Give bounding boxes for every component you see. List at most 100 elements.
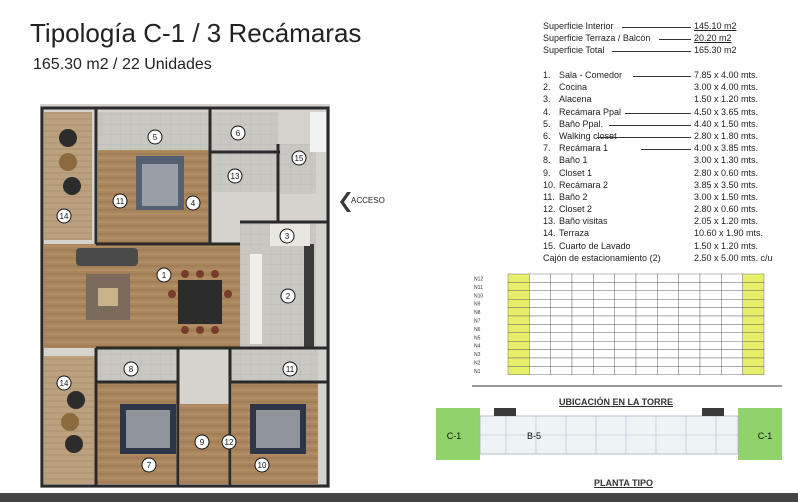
surface-value: 20.20 m2 <box>694 33 732 43</box>
surface-value: 165.30 m2 <box>694 45 737 55</box>
unit-cell <box>699 324 722 334</box>
plan-marker-9: 9 <box>194 434 210 450</box>
unit-cell <box>678 273 701 283</box>
unit-cell <box>529 282 551 291</box>
unit-cell <box>593 349 615 359</box>
unit-cell <box>571 290 594 300</box>
typical-floor-plan: C-1 B-5 C-1 <box>436 408 782 460</box>
unit-cell <box>657 366 679 376</box>
unit-cell <box>614 315 637 325</box>
plan-marker-2: 2 <box>280 288 296 304</box>
svg-text:14: 14 <box>60 379 69 388</box>
unit-cell <box>657 273 679 283</box>
unit-cell <box>614 340 637 350</box>
floorplan-caption: PLANTA TIPO <box>594 478 653 488</box>
unit-cell <box>678 307 701 317</box>
svg-text:14: 14 <box>60 212 69 221</box>
unit-cell <box>657 324 679 334</box>
unit-c1-cell <box>507 366 530 376</box>
svg-text:12: 12 <box>225 438 234 447</box>
unit-cell <box>657 357 679 367</box>
unit-cell <box>635 324 658 334</box>
floor-label: N3 <box>474 352 481 358</box>
room-row: Cajón de estacionamiento (2)2.50 x 5.00 … <box>543 252 773 263</box>
unit-cell <box>571 349 594 359</box>
unit-cell <box>678 366 701 376</box>
svg-text:11: 11 <box>286 365 295 374</box>
unit-cell <box>678 290 701 300</box>
unit-cell <box>678 299 701 308</box>
unit-cell <box>614 332 637 342</box>
unit-c1-cell <box>742 324 765 334</box>
svg-text:4: 4 <box>191 199 196 208</box>
unit-cell <box>571 332 594 342</box>
unit-cell <box>635 340 658 350</box>
unit-cell <box>699 357 722 367</box>
unit-cell <box>678 332 701 342</box>
unit-cell <box>529 307 551 317</box>
unit-c1-cell <box>742 290 765 300</box>
unit-cell <box>635 307 658 317</box>
plan-marker-label: 1 <box>162 271 167 280</box>
unit-cell <box>550 324 573 334</box>
unit-cell <box>529 324 551 334</box>
floor-label: N7 <box>474 319 481 325</box>
unit-cell <box>593 366 615 376</box>
unit-cell <box>593 315 615 325</box>
unit-cell <box>635 366 658 376</box>
unit-cell <box>721 290 743 300</box>
unit-c1-cell <box>507 332 530 342</box>
plan-marker-14b: 14 <box>56 375 72 391</box>
unit-cell <box>593 324 615 334</box>
unit-cell <box>635 349 658 359</box>
unit-cell <box>571 299 594 308</box>
unit-cell <box>614 290 637 300</box>
unit-cell <box>657 299 679 308</box>
unit-cell <box>614 349 637 359</box>
unit-cell <box>635 273 658 283</box>
tower-caption: UBICACIÓN EN LA TORRE <box>559 397 674 407</box>
unit-cell <box>571 315 594 325</box>
unit-c1-cell <box>507 357 530 367</box>
svg-text:15: 15 <box>295 154 304 163</box>
unit-cell <box>593 290 615 300</box>
unit-cell <box>678 357 701 367</box>
plan-marker-15: 15 <box>291 150 307 166</box>
unit-c1-cell <box>742 282 765 291</box>
unit-cell <box>678 282 701 291</box>
unit-cell <box>635 357 658 367</box>
unit-cell <box>550 357 573 367</box>
unit-cell <box>635 315 658 325</box>
surface-summary: Superficie Interior 145.10 m2 Superficie… <box>543 20 783 56</box>
svg-text:5: 5 <box>153 133 158 142</box>
unit-cell <box>529 366 551 376</box>
unit-c1-cell <box>507 307 530 317</box>
plan-marker-14a: 14 <box>56 208 72 224</box>
unit-cell <box>678 349 701 359</box>
unit-cell <box>614 299 637 308</box>
plan-marker-1: 1 <box>156 267 172 283</box>
unit-cell <box>699 340 722 350</box>
unit-cell <box>550 315 573 325</box>
surface-row: Superficie Total 165.30 m2 <box>543 44 783 56</box>
surface-label: Superficie Terraza / Balcón <box>543 33 651 43</box>
unit-cell <box>550 366 573 376</box>
unit-cell <box>614 324 637 334</box>
unit-cell <box>593 332 615 342</box>
floor-plan-drawing: 1 2 3 4 5 6 7 8 9 10 11 11 12 13 14 14 1… <box>40 104 330 488</box>
unit-cell <box>678 324 701 334</box>
unit-cell <box>699 307 722 317</box>
unit-cell <box>721 340 743 350</box>
unit-cell <box>529 290 551 300</box>
unit-c1-cell <box>507 324 530 334</box>
unit-cell <box>699 299 722 308</box>
unit-cell <box>571 273 594 283</box>
unit-c1-cell <box>742 349 765 359</box>
